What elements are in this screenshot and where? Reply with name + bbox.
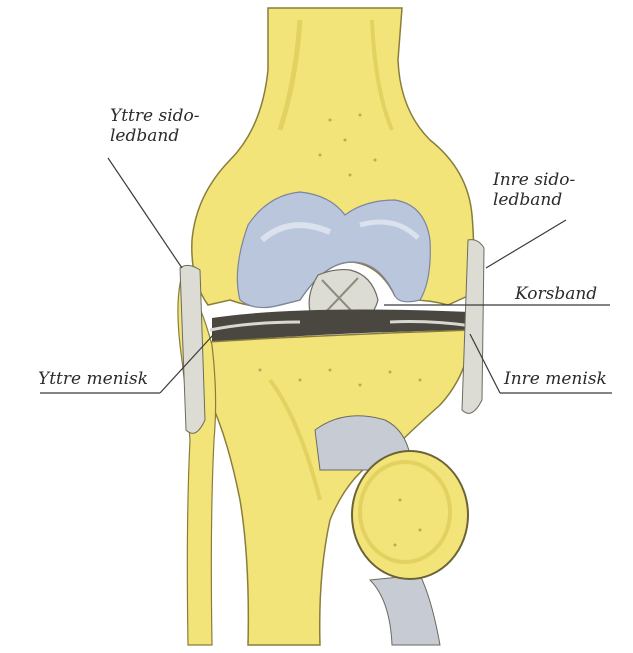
leader-yttre-sidoledband <box>108 158 182 268</box>
lower-tendon <box>370 575 440 645</box>
label-inre-sidoledband-line1: Inre sido- <box>493 170 575 190</box>
label-inre-sidoledband: Inre sido- ledband <box>493 170 575 210</box>
label-yttre-sidoledband-line1: Yttre sido- <box>110 106 200 126</box>
label-korsband: Korsband <box>515 284 597 304</box>
label-yttre-sidoledband: Yttre sido- ledband <box>110 106 200 146</box>
label-inre-menisk: Inre menisk <box>504 369 607 389</box>
label-yttre-menisk: Yttre menisk <box>38 369 148 389</box>
label-inre-sidoledband-line2: ledband <box>493 190 575 210</box>
label-yttre-sidoledband-line2: ledband <box>110 126 200 146</box>
leader-inre-sidoledband <box>486 220 566 268</box>
